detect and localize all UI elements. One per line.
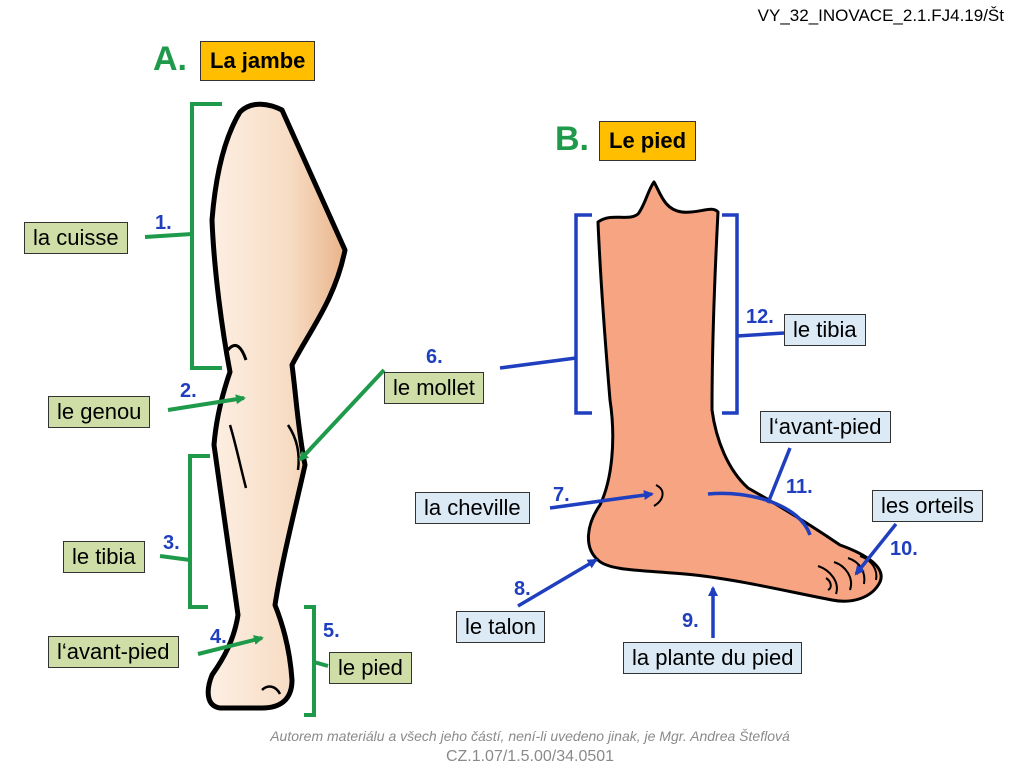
leader-mollet	[500, 358, 576, 368]
num-7: 7.	[553, 484, 570, 507]
author-credit: Autorem materiálu a všech jeho částí, ne…	[0, 728, 1024, 744]
num-6: 6.	[426, 346, 443, 369]
label-avant-pied-leg: l‘avant-pied	[48, 636, 179, 668]
label-pied: le pied	[329, 652, 412, 684]
section-a-title: La jambe	[200, 41, 315, 81]
bracket-mollet	[576, 215, 592, 413]
label-avant-pied-foot: l‘avant-pied	[760, 411, 891, 443]
section-b-letter: B.	[555, 120, 589, 159]
num-3: 3.	[163, 532, 180, 555]
num-9: 9.	[682, 610, 699, 633]
label-cuisse: la cuisse	[24, 222, 128, 254]
label-plante: la plante du pied	[623, 642, 802, 674]
label-tibia-leg: le tibia	[63, 541, 145, 573]
bracket-tibia-foot	[722, 215, 737, 413]
section-a-letter: A.	[153, 40, 187, 79]
leader-tibia-foot	[737, 333, 784, 336]
num-8: 8.	[514, 578, 531, 601]
label-cheville: la cheville	[415, 492, 530, 524]
num-5: 5.	[323, 620, 340, 643]
num-2: 2.	[180, 380, 197, 403]
label-tibia-foot: le tibia	[784, 314, 866, 346]
label-mollet: le mollet	[384, 372, 484, 404]
bracket-tibia	[190, 456, 210, 607]
num-1: 1.	[155, 212, 172, 235]
num-11: 11.	[786, 476, 813, 499]
arrow-mollet	[300, 370, 384, 460]
section-b-title: Le pied	[599, 121, 696, 161]
label-talon: le talon	[456, 611, 545, 643]
leader-pied	[314, 662, 328, 666]
label-orteils: les orteils	[872, 490, 983, 522]
num-4: 4.	[210, 626, 227, 649]
label-genou: le genou	[48, 396, 150, 428]
num-10: 10.	[890, 538, 918, 561]
foot-drawing	[588, 182, 881, 601]
leader-tibia	[160, 556, 190, 560]
leg-drawing	[208, 104, 345, 708]
document-code: VY_32_INOVACE_2.1.FJ4.19/Št	[758, 6, 1004, 26]
bracket-pied	[304, 607, 314, 715]
num-12: 12.	[746, 306, 774, 329]
project-code: CZ.1.07/1.5.00/34.0501	[0, 748, 1024, 766]
